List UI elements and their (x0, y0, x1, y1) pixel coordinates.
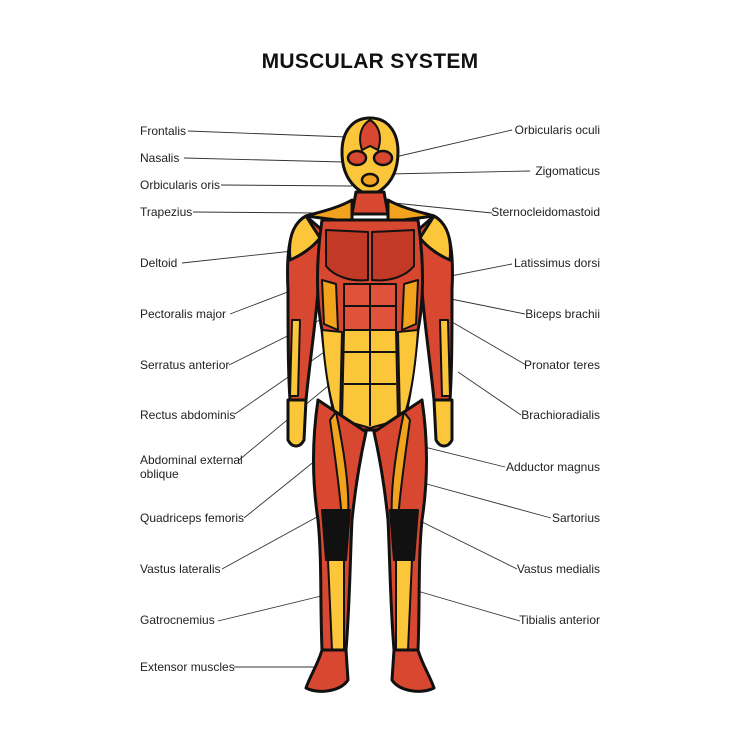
knee-right (389, 509, 419, 561)
body (286, 116, 454, 693)
label-tibialis-anterior: Tibialis anterior (519, 613, 600, 627)
forearm-right-yellow (439, 319, 451, 397)
label-abdominal-external-oblique: Abdominal external oblique (140, 453, 243, 481)
label-extensor-muscles: Extensor muscles (140, 660, 235, 674)
neck (350, 190, 390, 216)
frontalis-muscle (359, 119, 381, 151)
serratus-left (321, 279, 339, 331)
label-frontalis: Frontalis (140, 124, 187, 138)
foot-left (304, 648, 350, 693)
leader-biceps (445, 297, 526, 315)
label-rectus-abdominis: Rectus abdominis (140, 408, 236, 422)
leader-orbicularis-oculi (381, 129, 513, 161)
label-orbicularis-oris: Orbicularis oris (140, 178, 221, 192)
label-brachioradialis: Brachioradialis (521, 408, 600, 422)
hand-left (286, 398, 308, 448)
label-orbicularis-oculi: Orbicularis oculi (514, 123, 600, 137)
leader-vastus-lateralis (221, 511, 327, 570)
leader-orbicularis-oris (220, 184, 353, 187)
mouth (360, 172, 380, 188)
deltoid-left (288, 214, 322, 262)
pectoralis-left (325, 229, 369, 282)
leader-sartorius (411, 479, 552, 519)
label-pectoralis-major: Pectoralis major (140, 307, 227, 321)
label-serratus-anterior: Serratus anterior (140, 358, 230, 372)
leader-zigomaticus (387, 170, 531, 175)
leader-deltoid (181, 249, 303, 264)
leader-vastus-medialis (409, 515, 518, 570)
leader-pronator (451, 321, 527, 366)
label-quadriceps-femoris: Quadriceps femoris (140, 511, 245, 525)
label-sartorius: Sartorius (551, 511, 600, 525)
label-sternocleidomastoid: Sternocleidomastoid (491, 205, 600, 219)
shin-left (327, 559, 345, 651)
label-zigomaticus: Zigomaticus (535, 164, 600, 178)
eye-orbit-left (346, 149, 368, 167)
shin-right (395, 559, 413, 651)
deltoid-right (418, 214, 452, 262)
hand-right (432, 398, 454, 448)
label-trapezius: Trapezius (140, 205, 193, 219)
label-nasalis: Nasalis (140, 151, 180, 165)
leader-tibialis (413, 589, 521, 622)
leader-brachioradialis (457, 371, 522, 416)
leader-sternocleido (383, 201, 493, 214)
label-adductor-magnus: Adductor magnus (505, 460, 600, 474)
leader-trapezius (192, 211, 319, 214)
eye-orbit-right (372, 149, 394, 167)
label-pronator-teres: Pronator teres (523, 358, 600, 372)
diagram-title: MUSCULAR SYSTEM (261, 50, 479, 73)
leader-frontalis (187, 130, 348, 138)
forearm-left-yellow (289, 319, 301, 397)
label-biceps-brachii: Biceps brachii (525, 307, 600, 321)
label-gatrocnemius: Gatrocnemius (140, 613, 215, 627)
serratus-right (401, 279, 419, 331)
knee-left (321, 509, 351, 561)
leader-nasalis (183, 157, 345, 163)
label-vastus-medialis: Vastus medialis (516, 562, 600, 576)
label-vastus-lateralis: Vastus lateralis (140, 562, 221, 576)
foot-right (390, 648, 436, 693)
pectoralis-right (371, 229, 415, 282)
label-latissimus-dorsi: Latissimus dorsi (513, 256, 600, 270)
label-deltoid: Deltoid (140, 256, 178, 270)
